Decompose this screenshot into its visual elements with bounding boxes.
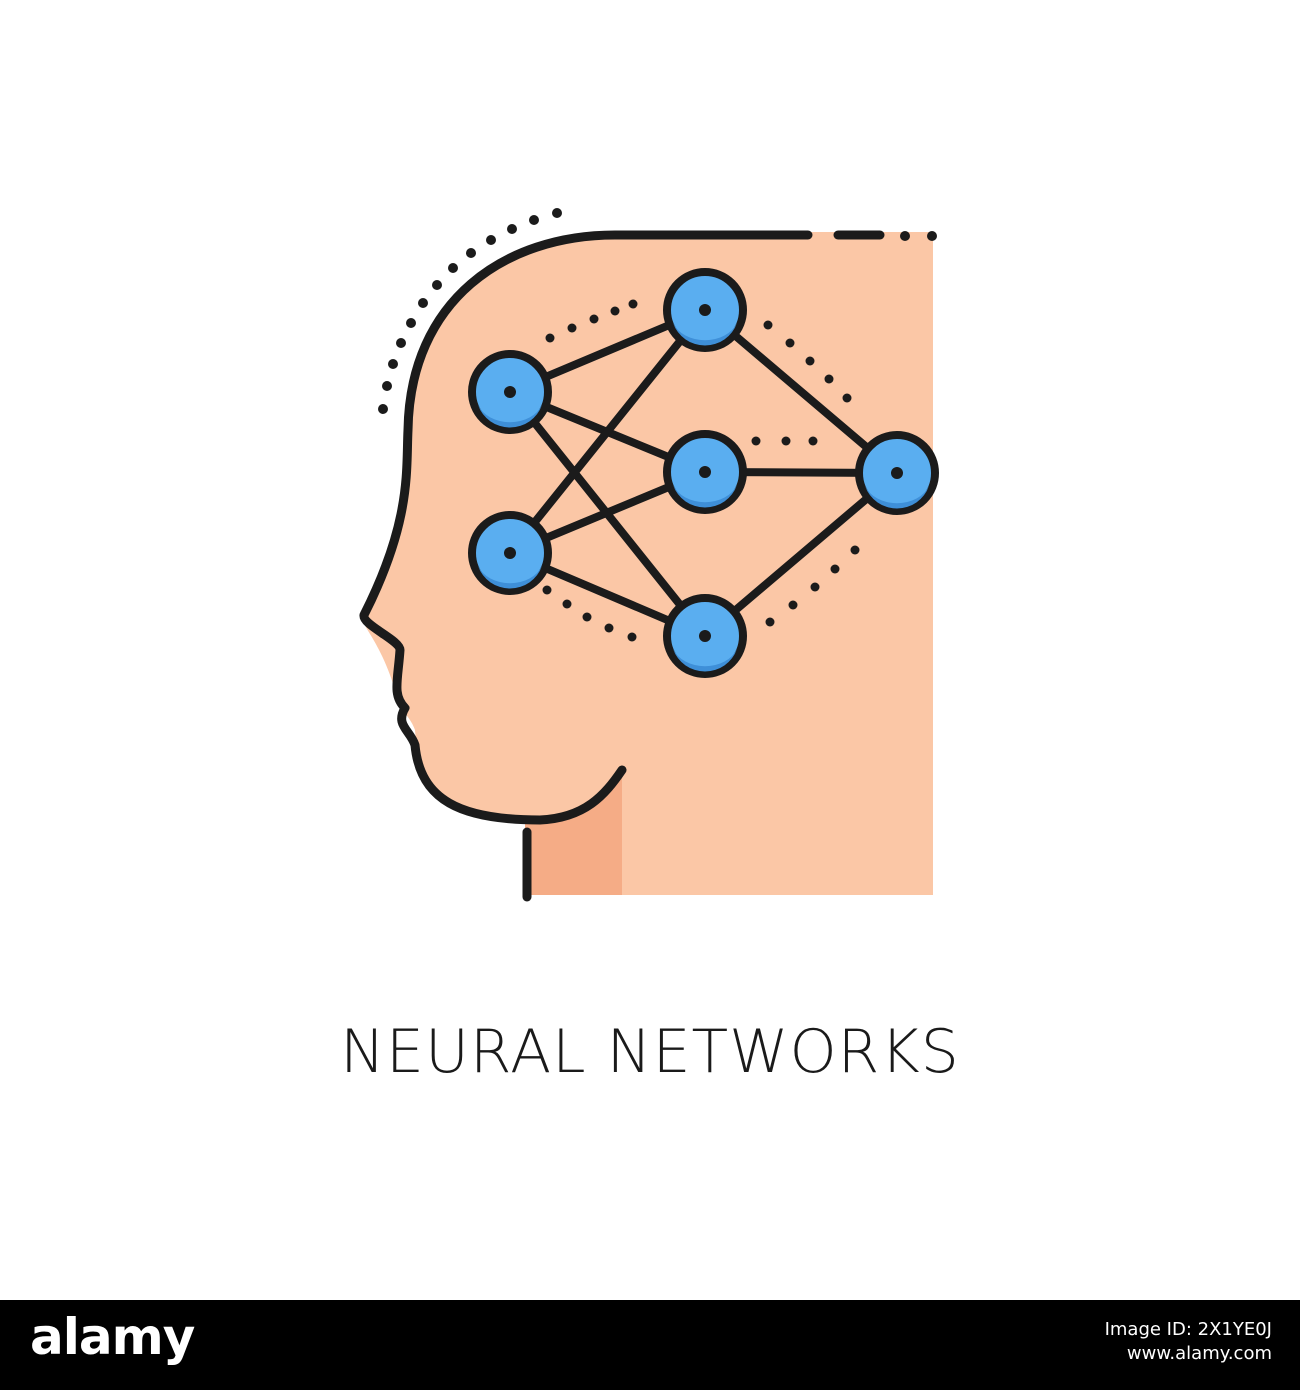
footer-meta: Image ID: 2X1YE0J www.alamy.com [1105, 1318, 1272, 1367]
network-dotted-connectors [542, 299, 860, 642]
node-hidden-middle [663, 430, 747, 514]
node-output [855, 431, 939, 515]
node-hidden-bottom [663, 594, 747, 678]
head-outline [359, 230, 813, 825]
image-id: Image ID: 2X1YE0J [1104, 1319, 1272, 1340]
top-dot-2 [927, 231, 937, 241]
node-hidden-top [663, 268, 747, 352]
node-input-bottom [468, 511, 552, 595]
top-dot-1 [900, 231, 910, 241]
footer-bar [0, 1300, 1300, 1390]
network-nodes [468, 268, 939, 678]
site-link[interactable]: www.alamy.com [1126, 1343, 1272, 1365]
brand-logo[interactable]: alamy [30, 1308, 195, 1366]
head-neural-network-icon [359, 208, 939, 902]
dotted-arc [378, 208, 562, 414]
caption-title: NEURAL NETWORKS [340, 1017, 960, 1087]
node-input-top [468, 350, 552, 434]
